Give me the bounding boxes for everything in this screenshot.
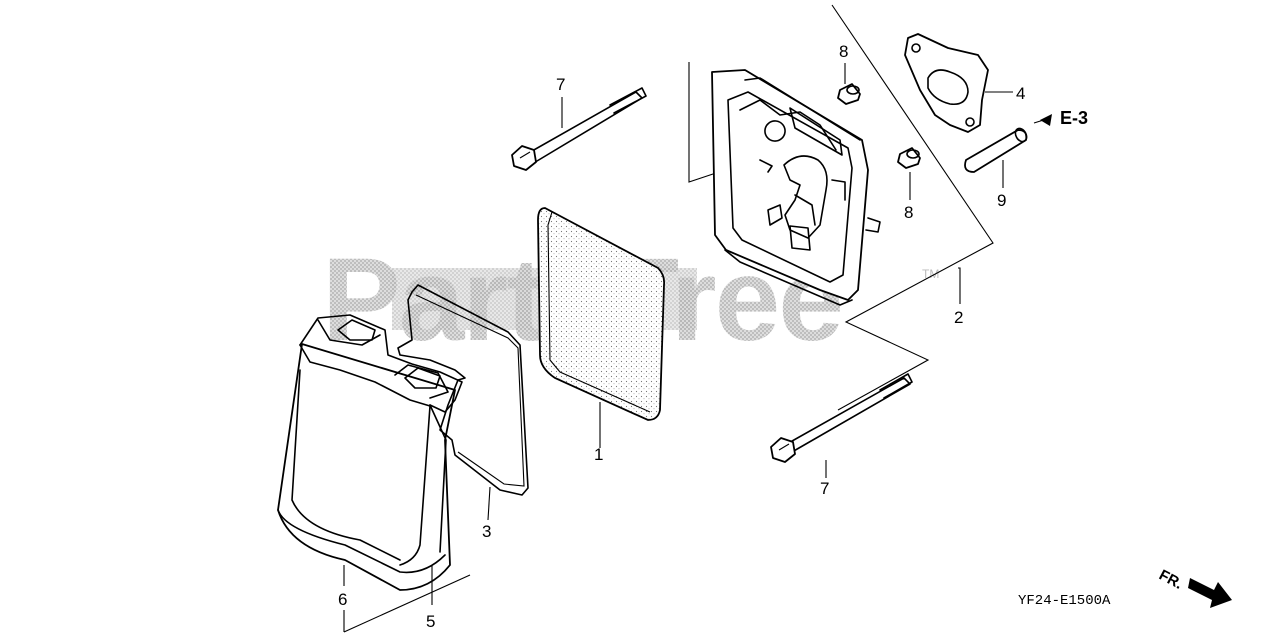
- callout-4: 4: [1016, 84, 1025, 103]
- bolt-bottom: [770, 373, 913, 463]
- callout-6: 6: [338, 590, 347, 609]
- callout-5: 5: [426, 612, 435, 631]
- callout-2: 2: [954, 308, 963, 327]
- reference-arrow-icon: [1040, 114, 1052, 126]
- callout-9: 9: [997, 191, 1006, 210]
- callout-1: 1: [594, 445, 603, 464]
- bolt-top: [511, 87, 647, 171]
- collar-top: [837, 83, 861, 105]
- callout-7-bottom: 7: [820, 479, 829, 498]
- diagram-code: YF24-E1500A: [1018, 593, 1111, 609]
- carburetor-gasket: [904, 33, 989, 133]
- callout-8-top: 8: [839, 42, 848, 61]
- reference-label: E-3: [1060, 108, 1088, 128]
- callout-7-top: 7: [556, 75, 565, 94]
- callout-8-bottom: 8: [904, 203, 913, 222]
- foam-element: [537, 207, 666, 421]
- front-direction-arrow-icon: [1188, 578, 1232, 608]
- air-cleaner-cover: [277, 314, 463, 591]
- reference-e3: E-3: [1040, 108, 1088, 128]
- front-direction: FR.: [1156, 567, 1232, 608]
- breather-tube: [964, 127, 1028, 173]
- watermark-trademark: TM: [922, 267, 939, 281]
- gasket: [397, 284, 529, 496]
- air-cleaner-case: [711, 69, 881, 306]
- leader-lines: [343, 63, 1051, 632]
- front-direction-label: FR.: [1156, 567, 1185, 593]
- collar-bottom: [897, 147, 921, 169]
- callout-3: 3: [482, 522, 491, 541]
